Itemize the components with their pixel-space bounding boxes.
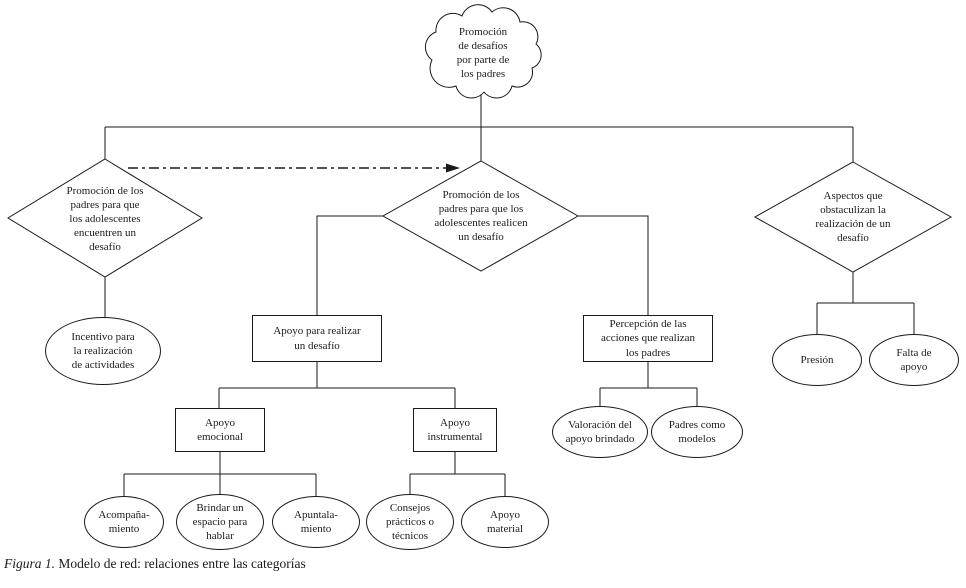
figure-caption: Figura 1. Modelo de red: relaciones entr… xyxy=(4,556,306,572)
arrowhead-icon xyxy=(446,163,460,173)
node-incentive: Incentivo para la realización de activid… xyxy=(45,317,161,385)
node-pressure-label: Presión xyxy=(800,353,834,366)
node-emotional-support: Apoyo emocional xyxy=(175,408,265,452)
node-lack-of-support-label: Falta de apoyo xyxy=(896,346,932,373)
node-space-to-talk-label: Brindar un espacio para hablar xyxy=(192,501,248,543)
node-instrumental-support: Apoyo instrumental xyxy=(413,408,497,452)
node-accompaniment-label: Acompaña- miento xyxy=(98,508,150,535)
connector-lines xyxy=(104,90,915,497)
node-lack-of-support: Falta de apoyo xyxy=(869,334,959,386)
connector-perception-branch xyxy=(578,215,649,315)
diamond-find-label: Promoción de los padres para que los ado… xyxy=(66,184,144,254)
node-perception-label: Percepción de las acciones que realizan … xyxy=(600,318,696,359)
category-shapes xyxy=(7,4,953,278)
connector-support-branch xyxy=(316,215,383,315)
node-pressure: Presión xyxy=(772,334,862,386)
node-parent-models-label: Padres como modelos xyxy=(668,418,726,445)
diamond-obstacles-label: Aspectos que obstaculizan la realización… xyxy=(815,189,891,245)
node-space-to-talk: Brindar un espacio para hablar xyxy=(176,494,264,550)
node-valuation-label: Valoración del apoyo brindado xyxy=(565,418,635,445)
node-material-support-label: Apoyo material xyxy=(486,508,524,535)
node-underpinning: Apuntala- miento xyxy=(272,496,360,548)
node-instrumental-label: Apoyo instrumental xyxy=(427,416,483,443)
cloud-node-label: Promoción de desafíos por parte de los p… xyxy=(456,25,510,81)
node-material-support: Apoyo material xyxy=(461,496,549,548)
node-valuation: Valoración del apoyo brindado xyxy=(552,406,648,458)
node-underpinning-label: Apuntala- miento xyxy=(294,508,338,535)
node-parent-models: Padres como modelos xyxy=(651,406,743,458)
diamond-do-label: Promoción de los padres para que los ado… xyxy=(434,188,528,244)
node-perception: Percepción de las acciones que realizan … xyxy=(583,315,713,362)
diamond-shape-obstacles xyxy=(753,161,953,273)
node-emotional-label: Apoyo emocional xyxy=(197,416,243,443)
diamond-shape-find xyxy=(7,158,203,278)
cloud-shape xyxy=(424,4,542,99)
node-support-label: Apoyo para realizar un desafío xyxy=(273,325,361,352)
figure-caption-text: Modelo de red: relaciones entre las cate… xyxy=(55,556,306,571)
node-accompaniment: Acompaña- miento xyxy=(84,496,164,548)
figure-caption-number: Figura 1. xyxy=(4,556,56,571)
node-incentive-label: Incentivo para la realización de activid… xyxy=(71,330,135,372)
node-practical-advice-label: Consejos prácticos o técnicos xyxy=(386,501,434,543)
diamond-shape-do xyxy=(381,160,580,272)
node-support: Apoyo para realizar un desafío xyxy=(252,315,382,362)
node-practical-advice: Consejos prácticos o técnicos xyxy=(366,494,454,550)
dashed-relation-arrow xyxy=(128,163,460,173)
